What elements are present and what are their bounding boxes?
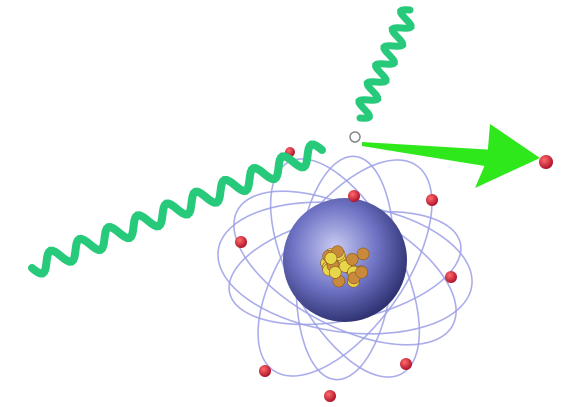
ejection-arrow-shaft bbox=[362, 142, 497, 168]
neutron bbox=[356, 266, 368, 278]
ejection-arrow bbox=[362, 124, 540, 188]
proton bbox=[329, 266, 341, 278]
proton bbox=[325, 252, 337, 264]
electron bbox=[426, 194, 438, 206]
electron bbox=[324, 390, 336, 402]
ejected-electron bbox=[539, 155, 553, 169]
electron-vacancy bbox=[350, 132, 360, 142]
electron bbox=[445, 271, 457, 283]
electron bbox=[259, 365, 271, 377]
electron bbox=[348, 190, 360, 202]
neutron bbox=[357, 248, 369, 260]
electron bbox=[400, 358, 412, 370]
neutron bbox=[346, 253, 358, 265]
electron bbox=[235, 236, 247, 248]
incoming-photon-wave bbox=[359, 10, 411, 118]
